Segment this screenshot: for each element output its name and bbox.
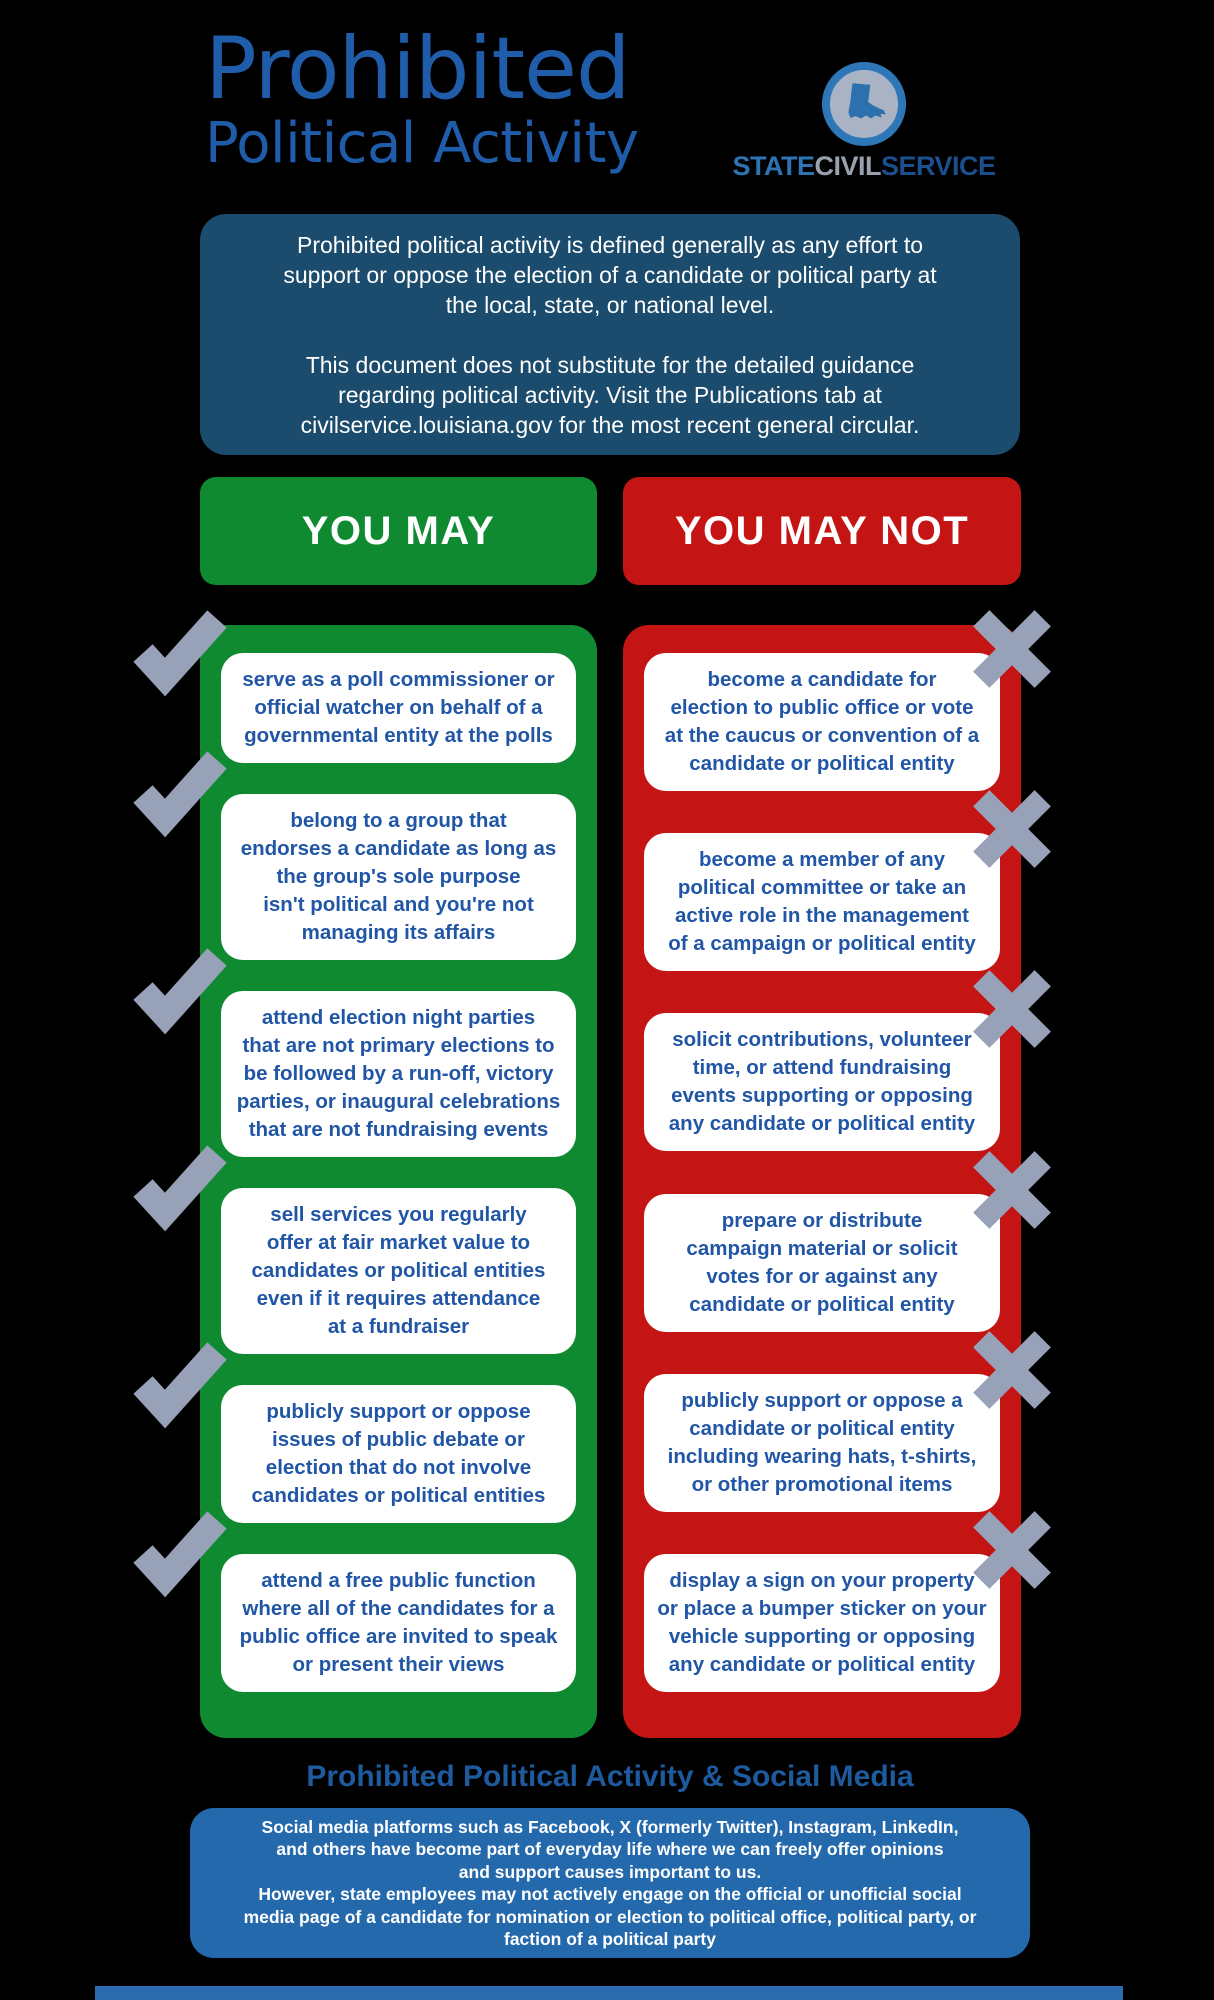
may-not-item-row: prepare or distribute campaign material … xyxy=(644,1150,1051,1332)
social-media-box: Social media platforms such as Facebook,… xyxy=(190,1808,1030,1958)
x-mark-icon xyxy=(964,781,1060,877)
intro-paragraph-2: This document does not substitute for th… xyxy=(300,351,920,438)
may-not-item-card: solicit contributions, volunteer time, o… xyxy=(644,1013,1000,1152)
you-may-not-header-label: YOU MAY NOT xyxy=(674,508,970,553)
checkmark-icon xyxy=(129,603,229,703)
checkmark-icon xyxy=(129,1138,229,1238)
you-may-panel: serve as a poll commissioner or official… xyxy=(133,610,597,1738)
you-may-header: YOU MAY xyxy=(200,477,597,585)
logo-word-state: STATE xyxy=(732,151,815,181)
may-not-item-row: publicly support or oppose a candidate o… xyxy=(644,1330,1051,1512)
may-not-item-card: prepare or distribute campaign material … xyxy=(644,1193,1000,1332)
x-mark-icon xyxy=(964,1502,1060,1598)
x-mark-icon xyxy=(964,1142,1060,1238)
you-may-not-panel: become a candidate for election to publi… xyxy=(623,610,1051,1738)
x-mark-icon xyxy=(964,1322,1060,1418)
may-not-item-row: display a sign on your property or place… xyxy=(644,1511,1051,1692)
may-item-card: sell services you regularly offer at fai… xyxy=(221,1188,576,1354)
logo-wordmark: STATECIVILSERVICE xyxy=(732,151,996,182)
may-not-item-card: display a sign on your property or place… xyxy=(644,1553,1000,1692)
title-line-1: Prohibited xyxy=(205,19,631,119)
social-media-body: Social media platforms such as Facebook,… xyxy=(243,1816,977,1950)
may-not-item-row: become a member of any political committ… xyxy=(644,790,1051,972)
checkmark-icon xyxy=(129,941,229,1041)
checkmark-icon xyxy=(129,744,229,844)
may-item-row: attend a free public function where all … xyxy=(133,1511,576,1692)
logo-word-civil: CIVIL xyxy=(814,151,881,181)
x-mark-icon xyxy=(964,601,1060,697)
state-civil-service-logo: STATECIVILSERVICE xyxy=(722,62,1006,182)
intro-paragraph-1: Prohibited political activity is defined… xyxy=(283,231,937,318)
intro-definition-box: Prohibited political activity is defined… xyxy=(200,214,1020,455)
may-item-row: publicly support or oppose issues of pub… xyxy=(133,1342,576,1523)
may-item-row: belong to a group that endorses a candid… xyxy=(133,751,576,960)
x-mark-icon xyxy=(964,961,1060,1057)
may-item-card: belong to a group that endorses a candid… xyxy=(221,794,576,960)
may-item-card: attend a free public function where all … xyxy=(221,1554,576,1692)
checkmark-icon xyxy=(129,1504,229,1604)
social-media-heading: Prohibited Political Activity & Social M… xyxy=(306,1760,914,1793)
may-not-item-card: become a candidate for election to publi… xyxy=(644,653,1000,791)
footer-strip xyxy=(95,1986,1123,2000)
may-not-item-row: become a candidate for election to publi… xyxy=(644,610,1051,791)
logo-word-service: SERVICE xyxy=(880,151,996,181)
louisiana-state-icon xyxy=(822,62,906,146)
may-not-item-card: publicly support or oppose a candidate o… xyxy=(644,1373,1000,1512)
may-not-item-row: solicit contributions, volunteer time, o… xyxy=(644,970,1051,1152)
title-line-2: Political Activity xyxy=(205,111,639,176)
you-may-not-header: YOU MAY NOT xyxy=(623,477,1021,585)
page-title: Prohibited Political Activity xyxy=(205,26,639,172)
may-item-card: publicly support or oppose issues of pub… xyxy=(221,1385,576,1523)
checkmark-icon xyxy=(129,1335,229,1435)
may-item-row: sell services you regularly offer at fai… xyxy=(133,1145,576,1354)
may-item-row: attend election night parties that are n… xyxy=(133,948,576,1157)
you-may-header-label: YOU MAY xyxy=(301,508,496,553)
may-item-card: serve as a poll commissioner or official… xyxy=(221,653,576,763)
may-item-row: serve as a poll commissioner or official… xyxy=(133,610,576,763)
may-not-item-card: become a member of any political committ… xyxy=(644,833,1000,972)
may-item-card: attend election night parties that are n… xyxy=(221,991,576,1157)
